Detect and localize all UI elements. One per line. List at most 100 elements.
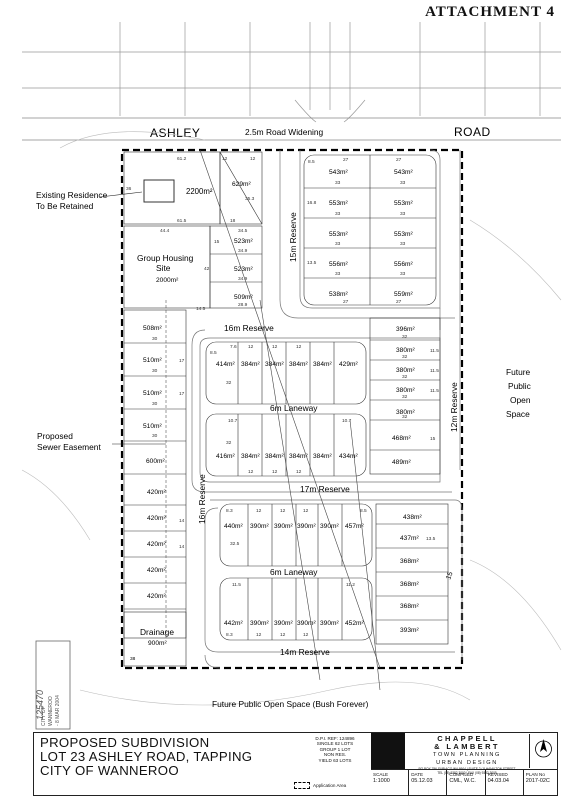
lot-area: 556m² [394,261,413,268]
lot-dimension: 11.2 [346,582,355,588]
lot-dimension: 38 [130,656,136,662]
firm-line: CHAPPELL [437,734,497,743]
lot-dimension: 32 [402,394,408,400]
road-widening-label: 2.5m Road Widening [245,127,324,137]
easement-diagonals [199,149,381,691]
lot-area: 437m² [400,535,419,542]
lot-area: 390m² [274,523,293,530]
lot-dimension: 30 [152,401,158,407]
lot-area: 414m² [216,361,235,368]
lot-dimension: 33 [400,271,406,277]
lot-dimension: 15 [430,436,436,442]
lot-dimension: 32 [402,374,408,380]
ne-block [303,154,437,306]
lot-dimension: 33 [335,180,341,186]
lot-dimension: 33 [400,180,406,186]
lot-dimension: 36 [126,186,132,192]
sewer-easement-label: Proposed [37,431,73,441]
lot-area: 553m² [329,200,348,207]
lot-area: 390m² [250,523,269,530]
lot-area: 509m² [234,294,253,301]
lot-dimension: 12 [248,344,254,350]
lot-dimension: 27 [343,299,349,305]
revised-cell: REVISED 04.03.04 [486,770,524,796]
lot-dimension: 15 [214,239,220,245]
drainage-lot [123,611,187,667]
lot-dimension: 14 [179,544,185,550]
north-arrow-icon [535,739,552,758]
lot-area: 420m² [147,515,166,522]
lot-dimension: 8.3 [226,508,233,514]
road-outlines [191,149,463,669]
date-cell: DATE 05.12.03 [409,770,448,796]
lot-area: 384m² [289,361,308,368]
lot-dimension: 33 [400,211,406,217]
lot-dimension: 30 [152,433,158,439]
lot-dimension: 30 [152,336,158,342]
lot-dimension: 12 [296,344,302,350]
bush-forever-label: Future Public Open Space (Bush Forever) [212,699,369,709]
attachment-heading: ATTACHMENT 4 [425,4,555,20]
stamp-text: WANNEROO [48,696,54,726]
future-pos-label: Open [510,395,531,405]
application-area-swatch [294,782,310,789]
lot-dimension: 33 [400,241,406,247]
lot-dimension: 12 [280,508,286,514]
stamp-text: CITY OF [41,706,47,726]
lot-area: 523m² [234,266,253,273]
title-block: PROPOSED SUBDIVISION LOT 23 ASHLEY ROAD,… [33,732,558,796]
lot-area: 420m² [147,541,166,548]
sewer-easement-label: Sewer Easement [37,442,101,452]
existing-residence-label: To Be Retained [36,201,94,211]
cell-label: REVISED [487,772,508,777]
laneway-label-b: 6m Laneway [270,567,318,577]
lot-area: 368m² [400,558,419,565]
lot-dimension: 32.5 [230,541,240,547]
lot-dimension: 8.5 [210,350,217,356]
application-area-boundary [120,148,464,670]
cell-label: SCALE [373,772,389,777]
lot-dimension: 32 [226,380,232,386]
lot-area: 452m² [345,620,364,627]
lot-area: 543m² [394,169,413,176]
legend: Application Area [294,782,346,789]
lot-area: 489m² [392,459,411,466]
lot-dimension: 12 [256,508,262,514]
lot-area: 559m² [394,291,413,298]
lot-area: 390m² [250,620,269,627]
received-stamp: CITY OF WANNEROO - 8 MAR 2004 125470 [35,640,71,730]
lot-dimension: 27 [343,157,349,163]
lot-dimension: 13.5 [426,536,436,542]
lot-dimension: 11.5 [430,388,439,394]
scale-cell: SCALE 1:1000 [371,770,410,796]
firm-line: URBAN DESIGN [436,760,498,766]
lot-area: 384m² [265,453,284,460]
lot-area: 384m² [313,361,332,368]
lot-dimension: 18 [230,218,236,224]
cell-label: DATE [411,772,424,777]
lot-area: 553m² [394,231,413,238]
lot-dimension: 11.5 [430,368,439,374]
lot-dimension: 34.9 [238,276,248,282]
lot-area: 629m² [232,181,251,188]
ref-line: GROUP 1 LOT [319,746,351,752]
lot-area: 368m² [400,581,419,588]
lot-dimension: 33 [335,241,341,247]
lot-dimension: 12 [280,632,286,638]
lot-dimension: 12 [248,469,254,475]
lot-area: 457m² [345,523,364,530]
lot-area: 553m² [394,200,413,207]
lot-dimension: 32 [402,354,408,360]
lot-area: 510m² [143,423,162,430]
lot-area: 442m² [224,620,243,627]
ref-line: YIELD 63 LOTS [318,757,352,763]
cell-label: COMPILED [449,772,474,777]
lot-area: 380m² [396,409,415,416]
lot-area: 390m² [297,523,316,530]
lot-dimension: 8.5 [360,508,367,514]
lot-dimension: 17 [179,391,185,397]
lot-dimension: 34.9 [238,248,248,254]
lot-dimension: 61.2 [177,156,187,162]
plan-number-cell: PLAN No 2017-02C [524,770,557,796]
